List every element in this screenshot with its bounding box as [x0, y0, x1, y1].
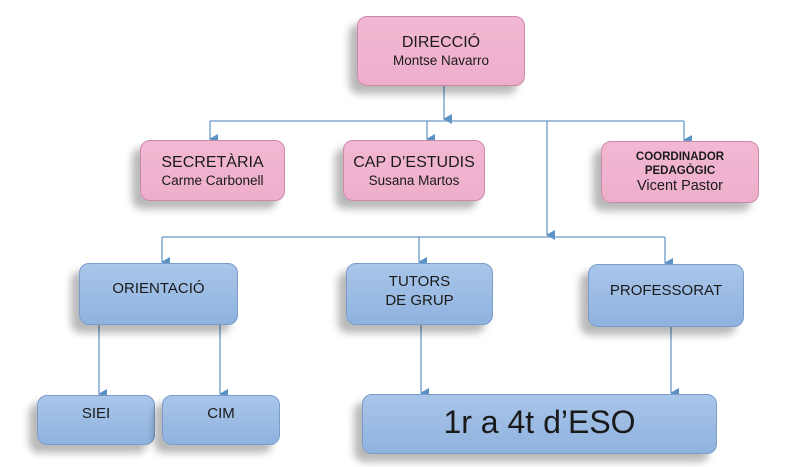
node-title-line2: DE GRUP — [385, 292, 454, 309]
node-title-line1: COORDINADOR — [635, 150, 725, 163]
node-person: Carme Carbonell — [161, 172, 264, 188]
node-orientacio: ORIENTACIÓ — [79, 263, 238, 325]
node-title: 1r a 4t d’ESO — [443, 404, 636, 440]
node-title: DIRECCIÓ — [401, 34, 481, 51]
node-person: Montse Navarro — [392, 53, 490, 68]
node-person: Susana Martos — [368, 172, 460, 188]
node-title: SECRETÀRIA — [161, 153, 264, 171]
node-secretaria: SECRETÀRIA Carme Carbonell — [140, 140, 285, 201]
node-title: CIM — [207, 405, 235, 422]
node-title: ORIENTACIÓ — [112, 280, 205, 297]
node-title: PROFESSORAT — [609, 282, 723, 299]
node-person: Vicent Pastor — [637, 177, 723, 194]
node-title-line2: PEDAGÒGIC — [644, 164, 716, 177]
node-coordinador: COORDINADOR PEDAGÒGIC Vicent Pastor — [601, 141, 759, 203]
node-cap-estudis: CAP D’ESTUDIS Susana Martos — [343, 140, 485, 201]
node-tutors: TUTORS DE GRUP — [346, 263, 493, 325]
node-professorat: PROFESSORAT — [588, 264, 744, 327]
node-cim: CIM — [162, 395, 280, 445]
node-direccio: DIRECCIÓ Montse Navarro — [357, 16, 525, 86]
node-title: CAP D’ESTUDIS — [353, 153, 475, 171]
node-siei: SIEI — [37, 395, 155, 445]
node-eso: 1r a 4t d’ESO — [362, 394, 717, 454]
node-title-line1: TUTORS — [388, 273, 451, 290]
node-title: SIEI — [81, 405, 111, 422]
